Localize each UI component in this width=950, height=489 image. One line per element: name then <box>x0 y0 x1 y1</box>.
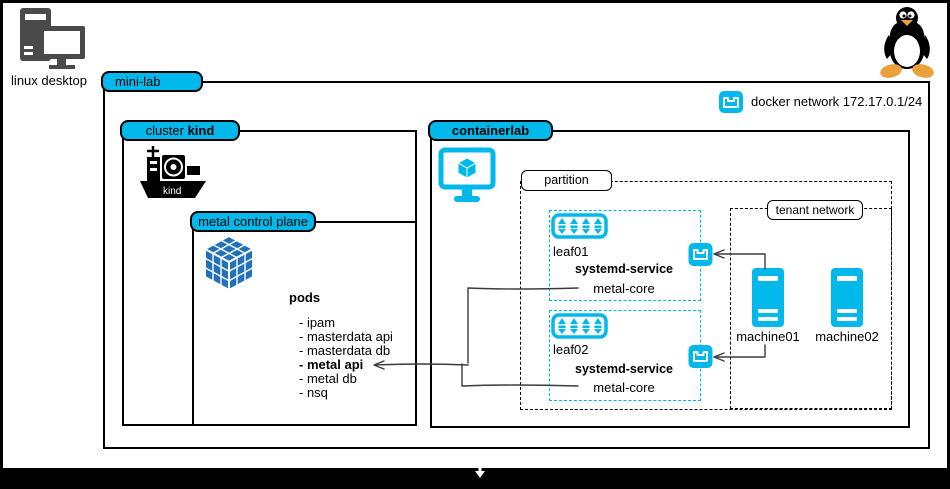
pod-item: - ipam <box>299 315 336 330</box>
machine02-server-icon <box>831 268 863 327</box>
leaf02-service-name: metal-core <box>593 380 655 395</box>
leaf01-service-name: metal-core <box>593 281 655 296</box>
containerlab-box <box>430 130 910 428</box>
kind-ship-label: kind <box>163 186 181 197</box>
linux-desktop-icon <box>20 8 85 69</box>
cluster-kind-tab: cluster kind <box>120 120 240 141</box>
pods-title: pods <box>289 290 321 305</box>
leaf01-service-title: systemd-service <box>575 262 673 276</box>
mini-lab-tab: mini-lab <box>101 71 203 92</box>
pod-item: - masterdata db <box>299 343 391 358</box>
pod-item: - nsq <box>299 385 328 400</box>
pod-item-metal-api: - metal api <box>299 357 364 372</box>
down-arrow-cursor-icon <box>475 466 485 478</box>
cluster-label: cluster <box>145 123 188 138</box>
metal-control-plane-tab: metal control plane <box>190 211 316 232</box>
pods-list: - ipam - masterdata api - masterdata db … <box>299 316 393 400</box>
machine01-label: machine01 <box>736 329 800 344</box>
leaf01-label: leaf01 <box>553 244 589 259</box>
machine01-server-icon <box>752 268 784 327</box>
pod-item: - metal db <box>299 371 357 386</box>
mini-lab-box <box>103 81 930 449</box>
leaf01-port-icon <box>688 243 713 266</box>
containerlab-tab: containerlab <box>428 120 553 141</box>
partition-label: partition <box>521 170 612 191</box>
pod-item: - masterdata api <box>299 329 393 344</box>
leaf02-port-icon <box>688 345 713 368</box>
docker-network-label: docker network 172.17.0.1/24 <box>751 94 923 109</box>
leaf02-label: leaf02 <box>553 342 589 357</box>
leaf02-service-title: systemd-service <box>575 362 673 376</box>
tux-penguin-icon <box>880 7 934 78</box>
linux-desktop-label: linux desktop <box>11 73 87 88</box>
machine02-label: machine02 <box>815 329 879 344</box>
pods-cube-icon <box>204 235 254 291</box>
docker-network-icon <box>719 91 743 113</box>
containerlab-monitor-icon <box>438 147 496 202</box>
kind-ship-icon: kind <box>140 146 206 198</box>
tenant-network-label: tenant network <box>767 200 863 220</box>
leaf02-switch-icon <box>551 313 608 339</box>
leaf01-switch-icon <box>551 213 608 239</box>
cluster-label-bold: kind <box>187 123 215 138</box>
